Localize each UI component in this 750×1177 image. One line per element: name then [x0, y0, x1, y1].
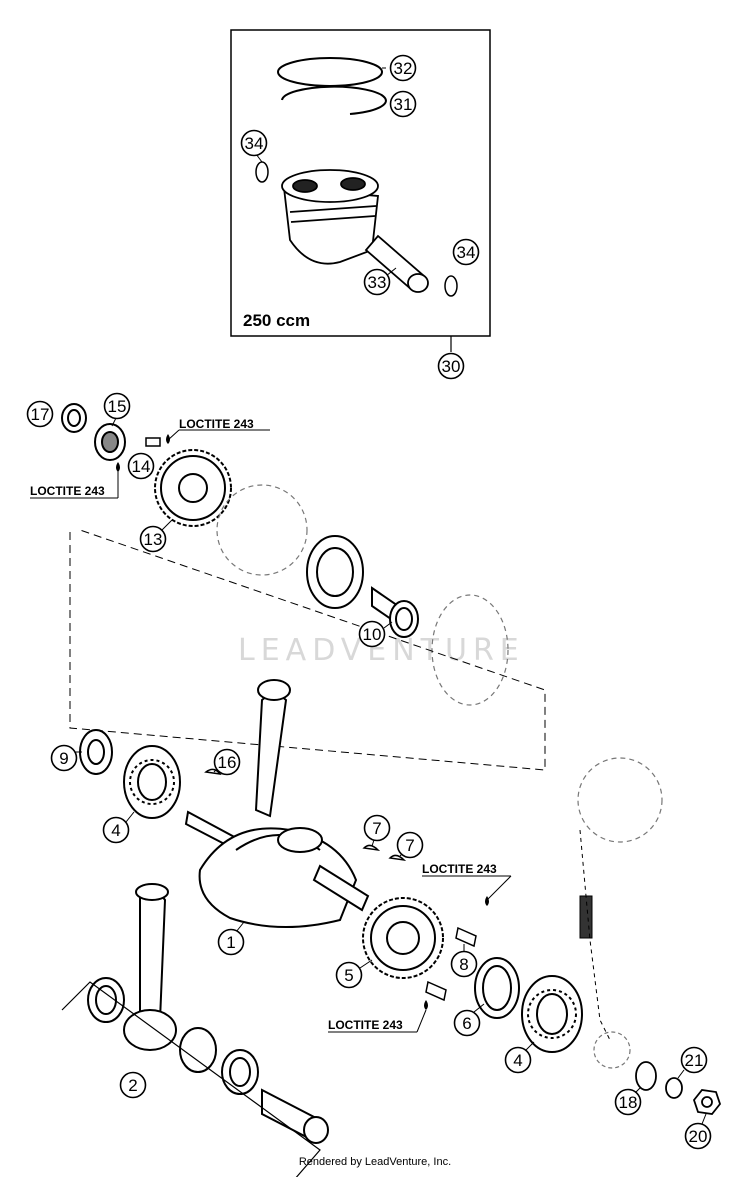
callout-4-left-number: 4: [111, 821, 120, 840]
callout-21-number: 21: [685, 1051, 704, 1070]
circlip-right: [444, 275, 458, 297]
conrod-kit-bracket: [61, 981, 321, 1177]
small-sprocket: [593, 1031, 631, 1069]
loctite-label-1: LOCTITE 243: [166, 417, 270, 444]
callout-18: 18: [614, 1087, 642, 1116]
screw-lower: [425, 980, 447, 1002]
footer-credit: Rendered by LeadVenture, Inc.: [298, 1156, 452, 1168]
freewheel: [306, 535, 364, 609]
ghost-gear-upper: [216, 484, 308, 576]
nut-20: [692, 1089, 722, 1115]
timing-chain: [579, 895, 593, 939]
woodruff-key-7b: [388, 854, 407, 862]
loctite-text-4: LOCTITE 243: [328, 1018, 403, 1032]
callout-2: 2: [119, 1071, 147, 1099]
loctite-label-3: LOCTITE 243: [422, 862, 512, 906]
main-bearing-4-left: [123, 745, 181, 819]
callout-32: 32: [382, 54, 417, 82]
callout-34-right-number: 34: [457, 243, 476, 262]
callout-5-number: 5: [344, 966, 353, 985]
callout-30: 30: [437, 352, 465, 380]
callout-10-number: 10: [363, 625, 382, 644]
callout-16: 16: [213, 748, 241, 776]
callout-8-number: 8: [459, 955, 468, 974]
callout-7a: 7: [363, 814, 391, 847]
callout-30-number: 30: [442, 357, 461, 376]
piston-kit-box: [230, 29, 491, 352]
callout-32-number: 32: [394, 59, 413, 78]
callout-15-number: 15: [108, 397, 127, 416]
conrod-kit: [87, 883, 329, 1144]
callout-18-number: 18: [619, 1093, 638, 1112]
callout-20: 20: [684, 1113, 712, 1150]
callout-7b-number: 7: [405, 836, 414, 855]
balancer-gear-13: [154, 449, 232, 527]
crank-gear-5: [362, 897, 444, 979]
callout-9: 9: [50, 744, 82, 772]
piston: [281, 169, 379, 265]
bearing-17: [61, 403, 87, 433]
callout-33: 33: [363, 267, 397, 296]
chain-dashed-guide: [579, 829, 611, 1041]
callout-13: 13: [139, 519, 173, 553]
callout-7b: 7: [396, 831, 424, 859]
circlip-18: [635, 1061, 657, 1091]
callout-6-number: 6: [462, 1014, 471, 1033]
callout-31: 31: [389, 90, 417, 118]
screw-14: [145, 437, 161, 447]
callout-17-number: 17: [31, 405, 50, 424]
bearing-15: [94, 423, 126, 461]
callout-5: 5: [335, 959, 373, 989]
woodruff-key-7a: [362, 844, 381, 852]
callout-7a-number: 7: [372, 819, 381, 838]
callout-21: 21: [677, 1046, 708, 1079]
crankshaft: [184, 679, 370, 929]
callout-1: 1: [217, 921, 245, 956]
callout-34-right: 34: [452, 238, 480, 266]
piston-pin: [364, 234, 429, 293]
callout-4-right: 4: [504, 1041, 535, 1074]
callout-14: 14: [127, 452, 155, 480]
loctite-text-3: LOCTITE 243: [422, 862, 497, 876]
callout-10: 10: [358, 620, 393, 648]
callout-15: 15: [103, 392, 131, 427]
loctite-text-2: LOCTITE 243: [30, 484, 105, 498]
loctite-text-1: LOCTITE 243: [179, 417, 254, 431]
assembly-dashed-guide: [69, 529, 546, 771]
callout-9-number: 9: [59, 749, 68, 768]
loctite-label-4: LOCTITE 243: [328, 1000, 428, 1033]
callout-33-number: 33: [368, 273, 387, 292]
screw-8: [455, 926, 477, 948]
loctite-label-2: LOCTITE 243: [30, 462, 120, 499]
callout-34-top-number: 34: [245, 134, 264, 153]
callout-1-number: 1: [226, 933, 235, 952]
callout-4-right-number: 4: [513, 1051, 522, 1070]
callout-34-top: 34: [240, 129, 268, 163]
piston-ring-lower: [281, 85, 387, 115]
callout-17: 17: [26, 400, 54, 428]
callout-2-number: 2: [128, 1076, 137, 1095]
callout-16-number: 16: [218, 753, 237, 772]
oil-seal-9: [79, 729, 113, 775]
callout-20-number: 20: [689, 1127, 708, 1146]
ghost-sprocket: [577, 757, 663, 843]
shim-6: [474, 957, 520, 1019]
callout-6: 6: [453, 1003, 485, 1037]
woodruff-key-16: [204, 768, 222, 775]
piston-kit-size-label: 250 ccm: [243, 311, 310, 330]
main-bearing-4-right: [521, 975, 583, 1053]
callout-31-number: 31: [394, 95, 413, 114]
callout-8: 8: [450, 944, 478, 978]
ghost-gear-right: [431, 594, 509, 706]
callout-4-left: 4: [102, 811, 135, 844]
callout-14-number: 14: [132, 457, 151, 476]
piston-ring-upper: [277, 57, 383, 87]
circlip-left: [255, 161, 269, 183]
callout-13-number: 13: [144, 530, 163, 549]
washer-21: [665, 1077, 683, 1099]
needle-bearing-10: [371, 586, 419, 638]
